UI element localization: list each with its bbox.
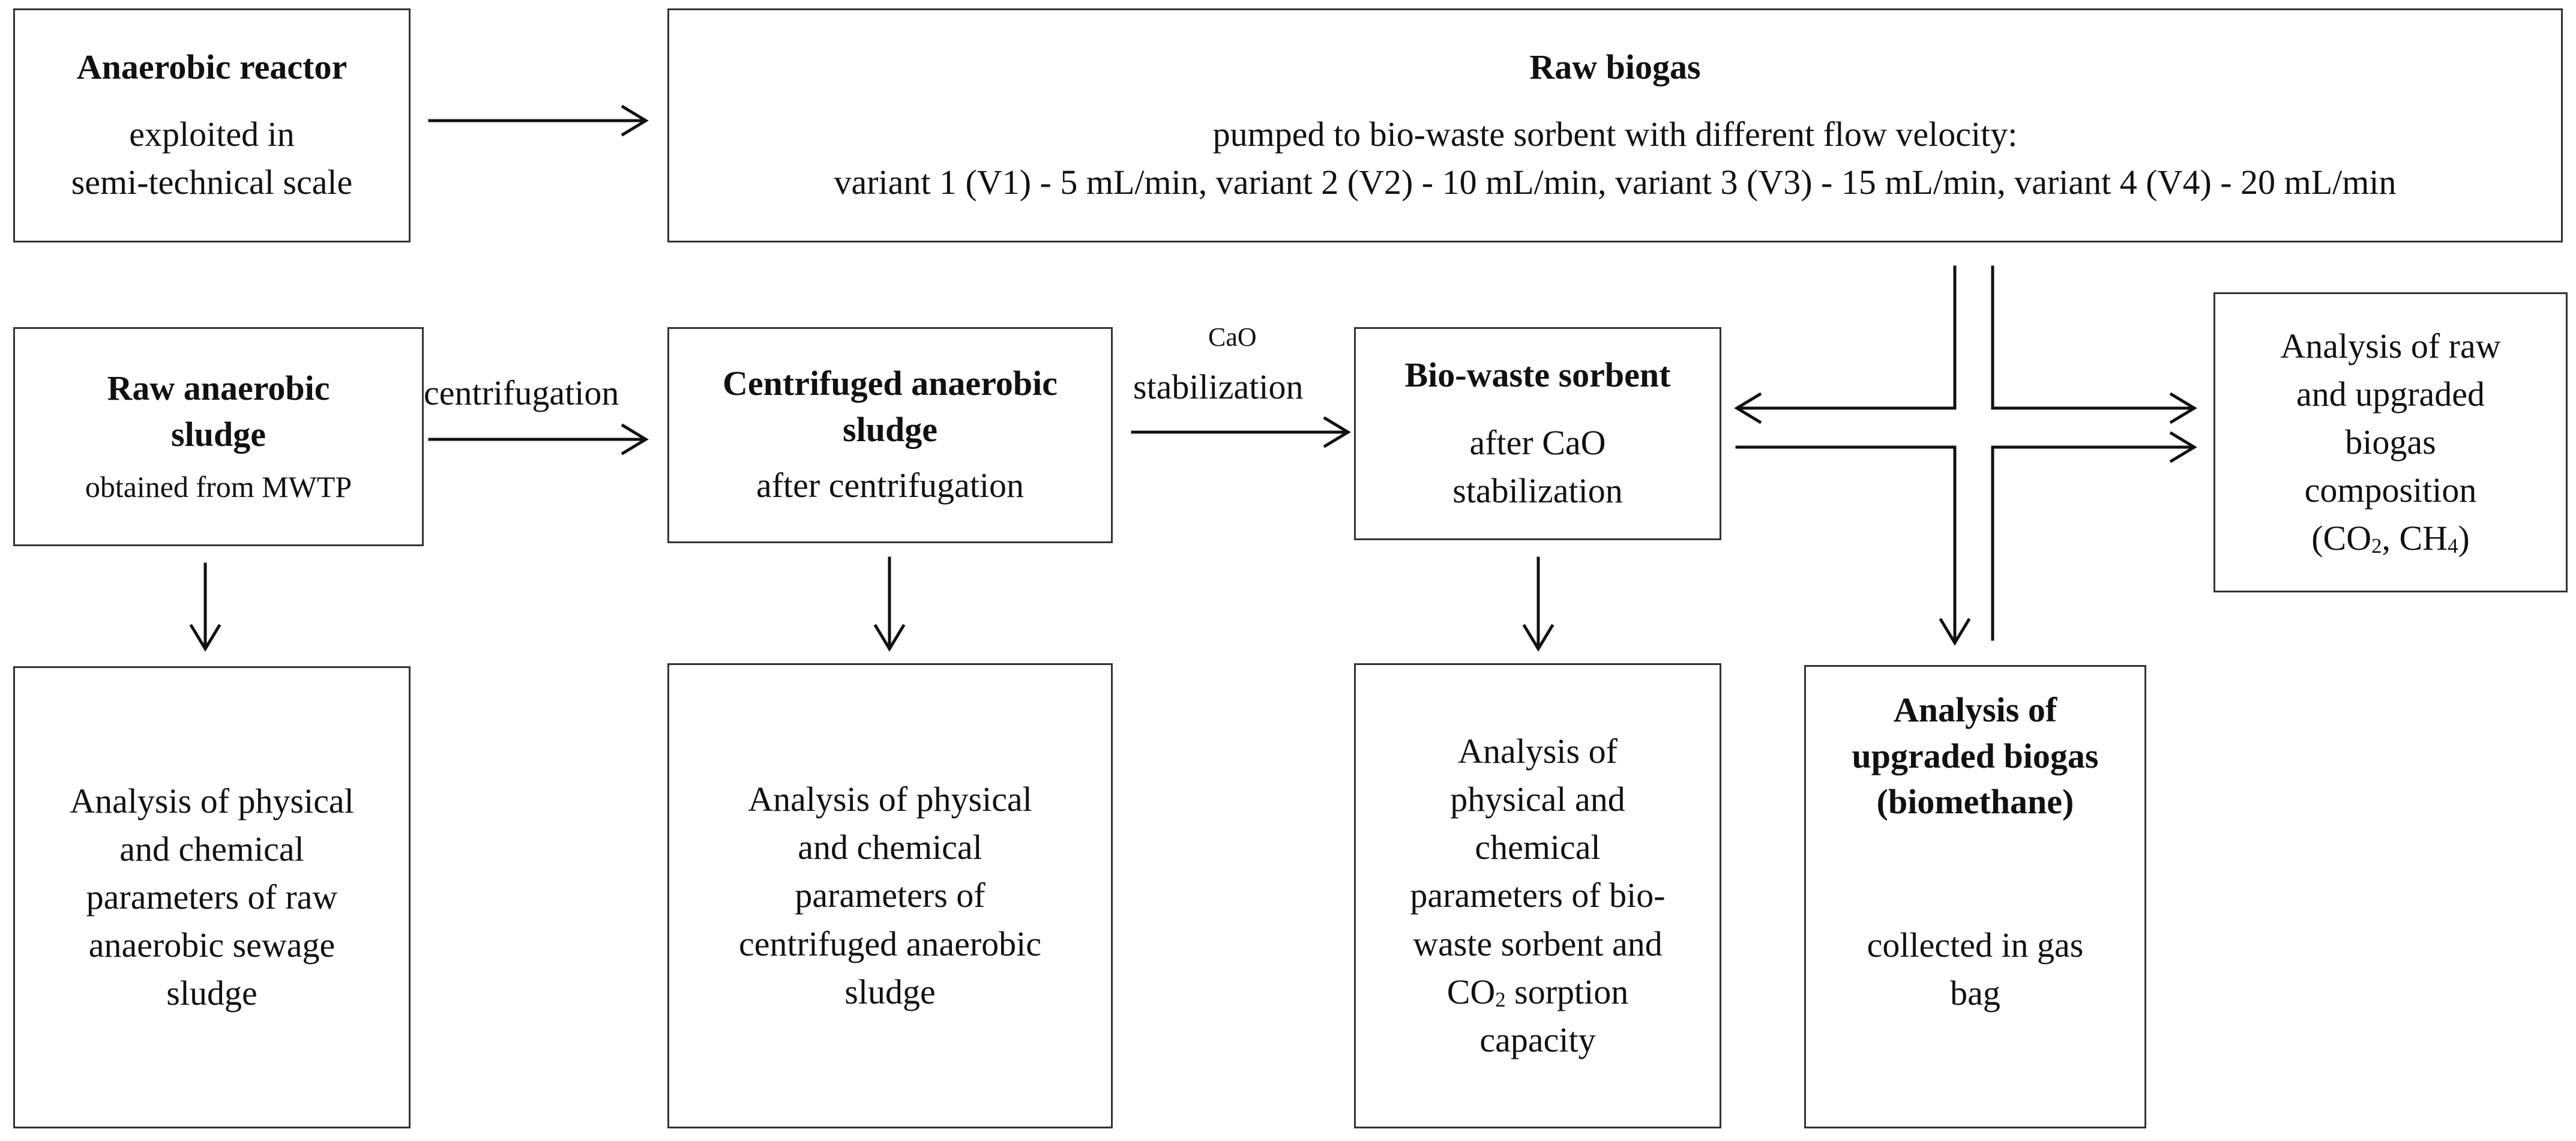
gas-analysis-line3: biogas (2345, 422, 2436, 462)
sorbent-analysis-line1: Analysis of (1458, 732, 1618, 771)
centrifuged-analysis-box: Analysis of physical and chemical parame… (667, 663, 1113, 1128)
centrifuged-analysis-line1: Analysis of physical (748, 780, 1032, 819)
raw-sludge-box: Raw anaerobic sludge obtained from MWTP (13, 327, 424, 546)
raw-sludge-analysis-line5: sludge (166, 974, 257, 1013)
upgraded-biogas-line1: collected in gas (1867, 925, 2084, 965)
centrifuged-analysis-line4: centrifuged anaerobic (739, 924, 1041, 963)
bio-waste-sorbent-box: Bio-waste sorbent after CaO stabilizatio… (1354, 327, 1721, 540)
co2-subscript: 2 (1495, 987, 1506, 1011)
anaerobic-reactor-title: Anaerobic reactor (76, 47, 348, 86)
formula-open: (CO (2311, 519, 2372, 558)
centrifuged-sludge-note: after centrifugation (756, 465, 1025, 505)
sorbent-analysis-line6: CO2 sorption (1447, 968, 1629, 1016)
upgraded-biogas-line2: bag (1950, 973, 2000, 1013)
gas-analysis-line2: and upgraded (2296, 374, 2485, 414)
gas-analysis-formula: (CO2, CH4) (2311, 514, 2470, 562)
sorbent-analysis-line7: capacity (1479, 1020, 1596, 1059)
bio-waste-sorbent-line2: stabilization (1452, 471, 1623, 510)
raw-sludge-title1: Raw anaerobic (107, 369, 330, 408)
gas-analysis-line1: Analysis of raw (2280, 326, 2501, 366)
centrifuged-analysis-line3: parameters of (795, 876, 986, 915)
stabilization-label: stabilization (1133, 367, 1304, 406)
centrifuged-sludge-box: Centrifuged anaerobic sludge after centr… (667, 327, 1113, 543)
formula-mid: , CH (2382, 519, 2448, 558)
sorbent-analysis-line3: chemical (1475, 828, 1601, 867)
upgraded-biogas-title1: Analysis of (1893, 690, 2057, 729)
upgraded-biogas-title3: (biomethane) (1876, 782, 2074, 822)
centrifuged-sludge-title1: Centrifuged anaerobic (723, 364, 1058, 403)
sorbent-analysis-line5: waste sorbent and (1413, 924, 1663, 963)
raw-sludge-analysis-line1: Analysis of physical (70, 781, 354, 820)
centrifugation-label: centrifugation (424, 373, 619, 412)
sorbent-analysis-box: Analysis of physical and chemical parame… (1354, 663, 1721, 1128)
raw-sludge-analysis-line2: and chemical (119, 829, 304, 869)
bio-waste-sorbent-title: Bio-waste sorbent (1404, 355, 1671, 395)
raw-biogas-line1: pumped to bio-waste sorbent with differe… (1212, 115, 2018, 154)
anaerobic-reactor-line2: semi-technical scale (71, 163, 353, 202)
bio-waste-sorbent-line1: after CaO (1469, 423, 1606, 462)
ch4-subscript: 4 (2448, 534, 2458, 558)
sorbent-analysis-line2: physical and (1450, 780, 1625, 819)
centrifuged-analysis-line2: and chemical (798, 828, 983, 867)
gas-analysis-line4: composition (2304, 471, 2477, 510)
upgraded-biogas-title2: upgraded biogas (1852, 736, 2099, 775)
raw-biogas-box: Raw biogas pumped to bio-waste sorbent w… (667, 8, 2563, 242)
centrifuged-analysis-line5: sludge (844, 972, 936, 1011)
co2-prefix: CO (1446, 972, 1496, 1011)
raw-sludge-title2: sludge (171, 415, 266, 454)
centrifuged-sludge-title2: sludge (843, 409, 937, 449)
sorbent-analysis-line4: parameters of bio- (1410, 876, 1666, 915)
formula-close: ) (2458, 519, 2470, 558)
co2-suffix: sorption (1505, 972, 1629, 1011)
upgraded-biogas-box: Analysis of upgraded biogas (biomethane)… (1804, 665, 2146, 1128)
gas-analysis-box: Analysis of raw and upgraded biogas comp… (2213, 292, 2568, 592)
raw-sludge-analysis-line3: parameters of raw (86, 877, 338, 917)
raw-biogas-title: Raw biogas (1529, 47, 1701, 86)
raw-biogas-line2: variant 1 (V1) - 5 mL/min, variant 2 (V2… (834, 163, 2397, 202)
cao-label: CaO (1208, 322, 1257, 352)
raw-sludge-analysis-box: Analysis of physical and chemical parame… (13, 666, 411, 1128)
anaerobic-reactor-box: Anaerobic reactor exploited in semi-tech… (13, 8, 411, 242)
co2-subscript: 2 (2371, 534, 2382, 558)
anaerobic-reactor-line1: exploited in (129, 115, 295, 154)
raw-sludge-analysis-line4: anaerobic sewage (88, 926, 336, 965)
raw-sludge-note: obtained from MWTP (85, 469, 352, 504)
